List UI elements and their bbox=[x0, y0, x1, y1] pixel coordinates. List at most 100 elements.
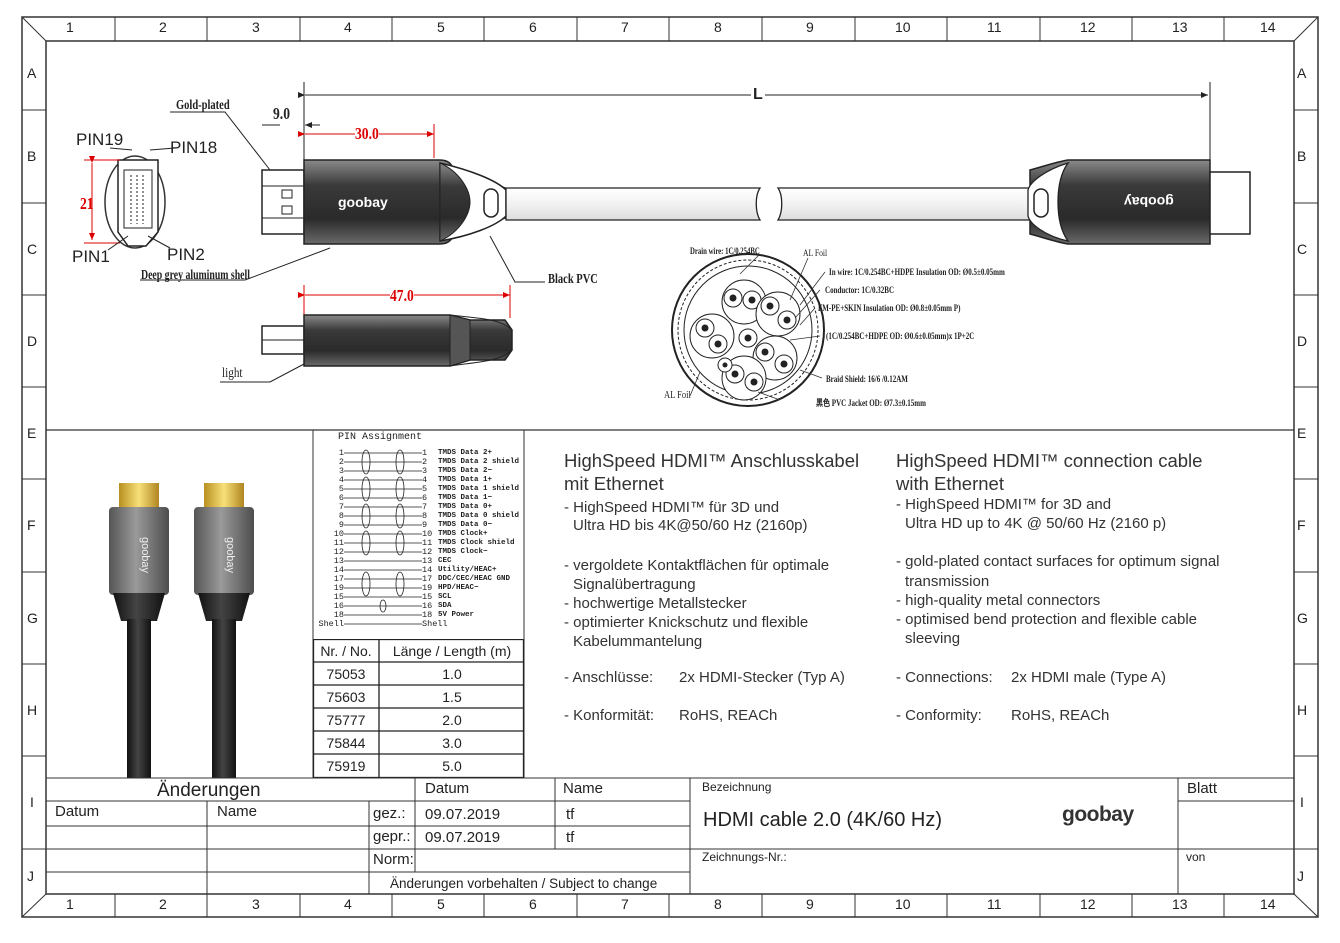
grid-col-10: 10 bbox=[895, 19, 911, 35]
grid-col-2: 2 bbox=[159, 19, 167, 35]
goobay-logo: goobay bbox=[1062, 803, 1134, 826]
grid-row-G: G bbox=[27, 610, 38, 626]
subject-to-change: Änderungen vorbehalten / Subject to chan… bbox=[390, 876, 658, 891]
pin-left-number: 12 bbox=[333, 547, 344, 557]
length-table-header-len: Länge / Length (m) bbox=[392, 643, 512, 659]
pin-right-number: 16 bbox=[422, 601, 433, 611]
length-table-length: 1.5 bbox=[442, 689, 462, 705]
length-table-grid bbox=[313, 639, 525, 779]
grid-row-B: B bbox=[27, 148, 37, 164]
grid-row-C: C bbox=[27, 241, 38, 257]
light-label: light bbox=[222, 366, 243, 381]
gez-name: tf bbox=[566, 806, 575, 823]
blatt-label: Blatt bbox=[1187, 780, 1218, 797]
pin-signal-name: TMDS Data 1+ bbox=[438, 476, 493, 484]
deep-grey-shell-label: Deep grey aluminum shell bbox=[141, 268, 250, 283]
pin-left-number: 17 bbox=[333, 574, 344, 584]
pin-signal-name: CEC bbox=[438, 557, 452, 565]
grid-col-10-bottom: 10 bbox=[895, 896, 911, 912]
pin-right-number: 5 bbox=[422, 484, 428, 494]
von-label: von bbox=[1186, 850, 1206, 864]
pin-signal-name: TMDS Data 0+ bbox=[438, 503, 493, 511]
grid-row-H: H bbox=[27, 702, 38, 718]
length-table-length: 3.0 bbox=[442, 735, 462, 751]
grid-col-4: 4 bbox=[344, 19, 352, 35]
pin18-label: PIN18 bbox=[170, 138, 218, 157]
grid-col-8-bottom: 8 bbox=[714, 896, 722, 912]
black-pvc-label: Black PVC bbox=[548, 272, 598, 287]
conductor-label: Conductor: 1C/0.32BC bbox=[825, 285, 895, 295]
pin-signal-name: TMDS Data 2+ bbox=[438, 449, 493, 457]
grid-col-9-bottom: 9 bbox=[806, 896, 814, 912]
desc-de-line-2: Ultra HD bis 4K@50/60 Hz (2160p) bbox=[573, 517, 808, 534]
grid-col-2-bottom: 2 bbox=[159, 896, 167, 912]
grid-col-13-bottom: 13 bbox=[1172, 896, 1188, 912]
aenderungen-header: Änderungen bbox=[157, 780, 261, 801]
length-table-length: 1.0 bbox=[442, 666, 462, 682]
pin-face-view bbox=[84, 147, 176, 251]
pin-right-number: 15 bbox=[422, 592, 433, 602]
desc-de-connections-label: - Anschlüsse: bbox=[564, 669, 654, 686]
pin-assignment-title: PIN Assignment bbox=[338, 432, 423, 443]
drain-wire-label: Drain wire: 1C/0.254BC bbox=[690, 246, 760, 256]
datum-header: Datum bbox=[425, 780, 470, 797]
pin-right-number: 10 bbox=[422, 529, 433, 539]
pin-signal-name: TMDS Data 2− bbox=[438, 467, 493, 475]
pin-signal-name: TMDS Data 1 shield bbox=[438, 485, 520, 493]
grid-col-4-bottom: 4 bbox=[344, 896, 352, 912]
grid-col-11-bottom: 11 bbox=[987, 896, 1002, 912]
length-table-article-no: 75603 bbox=[326, 689, 366, 705]
gepr-label: gepr.: bbox=[373, 828, 411, 845]
grid-col-14-bottom: 14 bbox=[1260, 896, 1276, 912]
pin-right-number: 7 bbox=[422, 502, 428, 512]
desc-en-conformity-value: RoHS, REACh bbox=[1011, 707, 1110, 724]
product-photo: goobay goobay bbox=[109, 483, 254, 778]
grid-col-12: 12 bbox=[1080, 19, 1096, 35]
dim-9-label: 9.0 bbox=[273, 104, 290, 123]
grid-row-F-right: F bbox=[1297, 517, 1306, 533]
pin-signal-name: SDA bbox=[438, 602, 452, 610]
grid-col-11: 11 bbox=[987, 19, 1002, 35]
desc-en-line-2: Ultra HD up to 4K @ 50/60 Hz (2160 p) bbox=[905, 515, 1167, 532]
grid-row-J-right: J bbox=[1297, 868, 1304, 884]
pin-right-number: 17 bbox=[422, 574, 433, 584]
grid-col-13: 13 bbox=[1172, 19, 1188, 35]
grid-col-8: 8 bbox=[714, 19, 722, 35]
grid-row-H-right: H bbox=[1297, 702, 1308, 718]
desc-de-conformity-value: RoHS, REACh bbox=[679, 707, 778, 724]
desc-en-connections-label: - Connections: bbox=[896, 669, 993, 686]
pin-signal-name: SCL bbox=[438, 593, 452, 601]
grid-col-5-bottom: 5 bbox=[437, 896, 445, 912]
pin-signal-name: TMDS Data 1− bbox=[438, 494, 493, 502]
jacket-label: 黑色 PVC Jacket OD: Ø7.3±0.15mm bbox=[816, 398, 926, 408]
grid-row-E: E bbox=[27, 425, 37, 441]
pair-spec-label: (1C/0.254BC+HDPE OD: Ø0.6±0.05mm)x 1P+2C bbox=[826, 331, 975, 341]
desc-de-line-5: - hochwertige Metallstecker bbox=[564, 595, 747, 612]
pin-left-number: 5 bbox=[338, 484, 344, 494]
pin-left-number: 1 bbox=[338, 448, 344, 458]
pin-signal-name: TMDS Clock+ bbox=[438, 530, 488, 538]
in-wire-label: In wire: 1C/0.254BC+HDPE Insulation OD: … bbox=[829, 267, 1005, 277]
left-connector bbox=[261, 159, 507, 245]
name-header: Name bbox=[563, 780, 604, 797]
grid-row-A: A bbox=[27, 65, 37, 81]
pin-left-number: 16 bbox=[333, 601, 344, 611]
pin-right-number: 4 bbox=[422, 475, 428, 485]
pin-left-number: 19 bbox=[333, 583, 344, 593]
grid-row-I: I bbox=[30, 794, 34, 810]
desc-de-line-7: Kabelummantelung bbox=[573, 633, 703, 650]
gepr-date: 09.07.2019 bbox=[425, 829, 501, 846]
pin-signal-name: 5V Power bbox=[438, 611, 475, 619]
pin-left-number: 9 bbox=[338, 520, 344, 530]
desc-en-conformity-label: - Conformity: bbox=[896, 707, 982, 724]
grid-row-A-right: A bbox=[1297, 65, 1307, 81]
svg-text:goobay: goobay bbox=[139, 537, 151, 574]
pin-signal-name: TMDS Clock− bbox=[438, 548, 488, 556]
al-foil-top-label: AL Foil bbox=[803, 248, 828, 258]
cable-drawing bbox=[84, 82, 1251, 407]
length-table-length: 2.0 bbox=[442, 712, 462, 728]
grid-col-6: 6 bbox=[529, 19, 537, 35]
pin19-label: PIN19 bbox=[76, 130, 124, 149]
pin-signal-name: HPD/HEAC− bbox=[438, 584, 479, 592]
pin-right-number: 2 bbox=[422, 457, 428, 467]
